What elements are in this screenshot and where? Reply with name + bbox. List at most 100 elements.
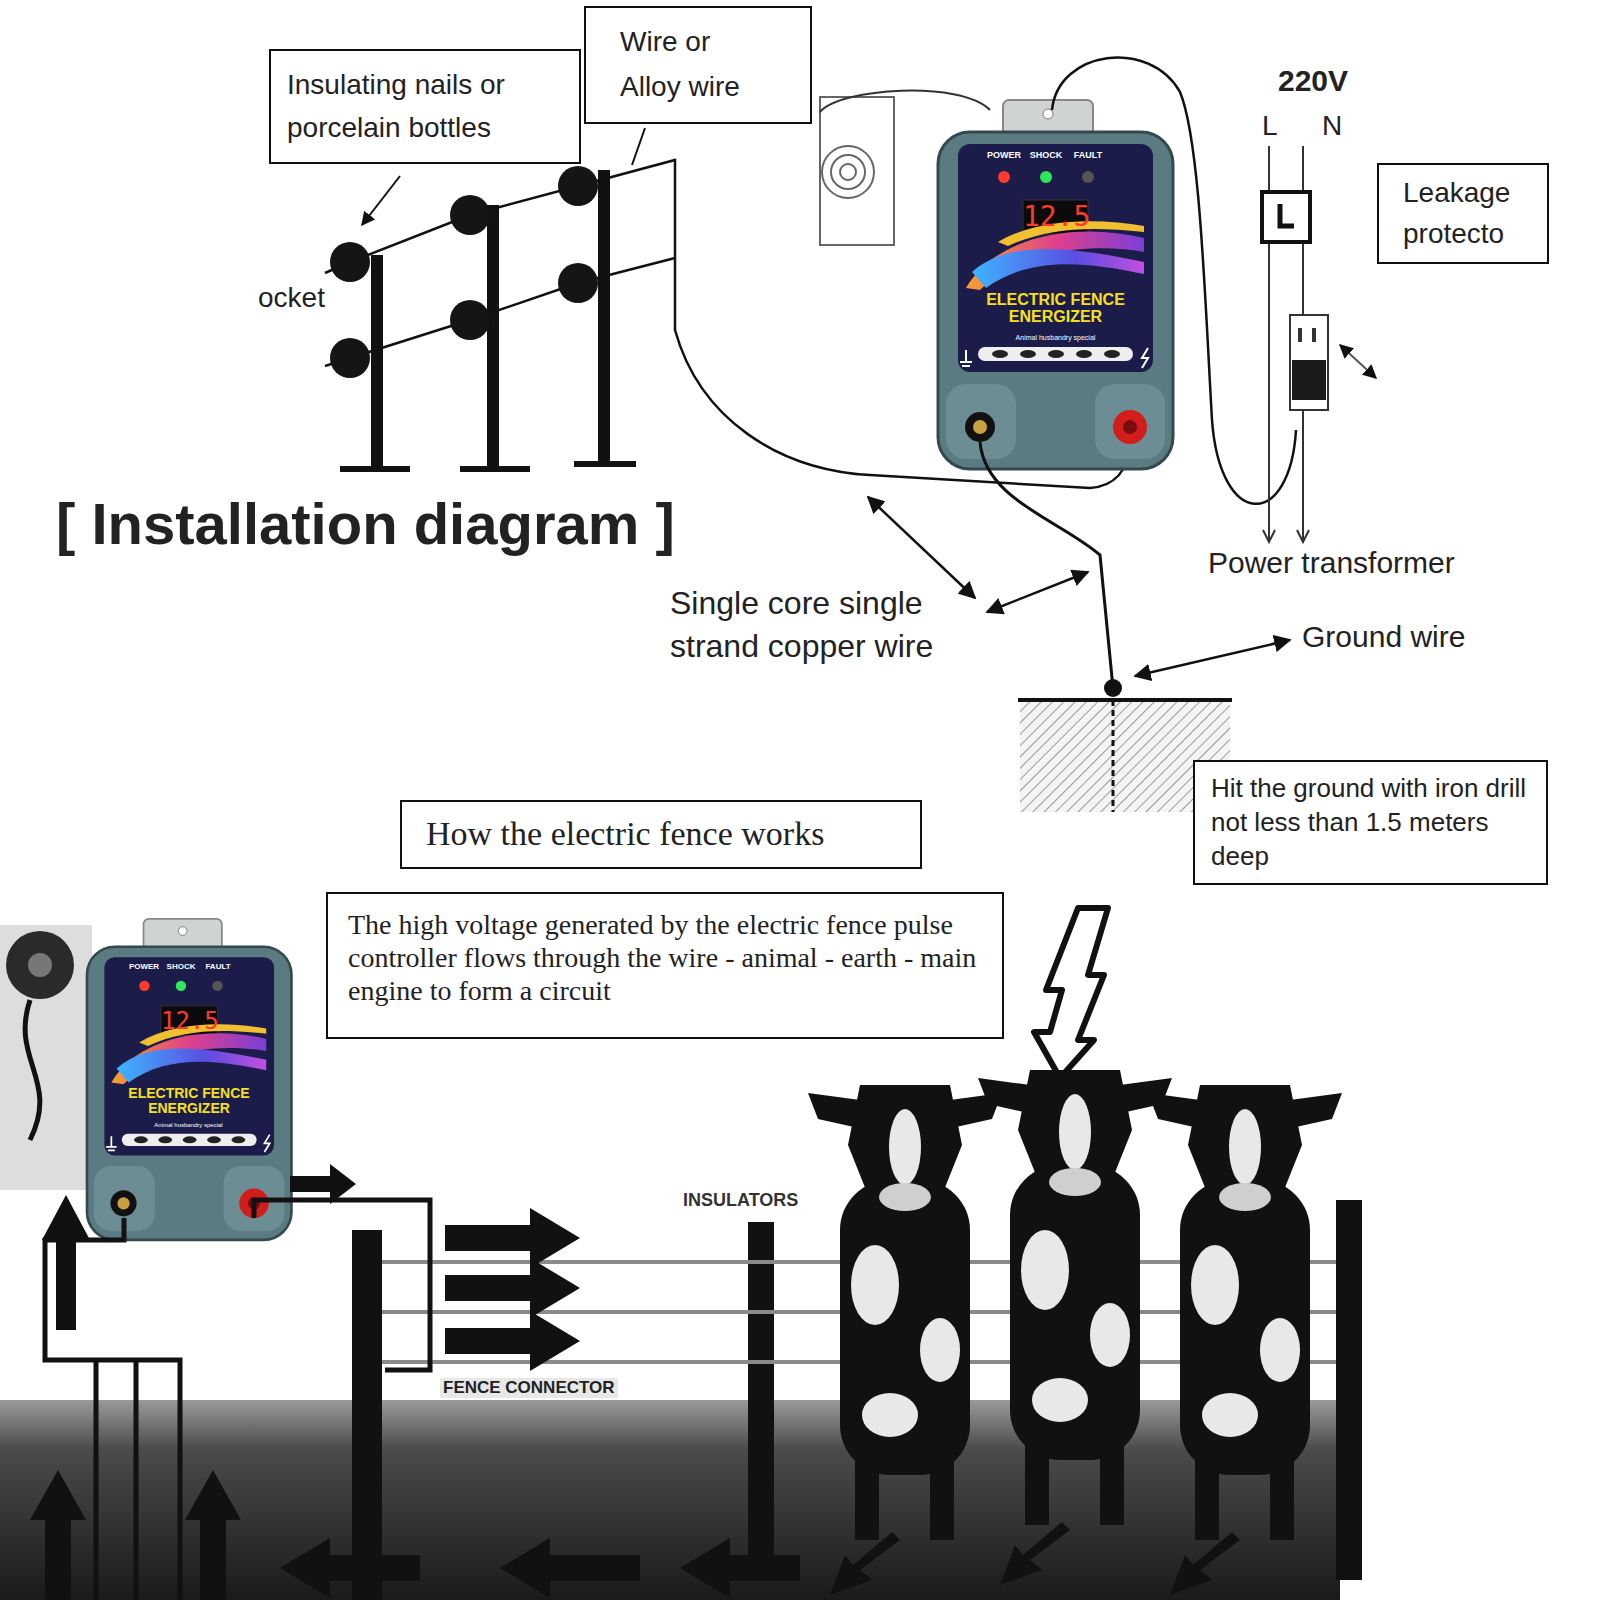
current-arrow [830,1532,900,1595]
cow [978,1070,1172,1525]
field-photo [28,953,52,977]
box-text: Insulating nails or porcelain bottles [287,63,563,150]
diagram-title: [ Installation diagram ] [56,490,675,557]
socket [1312,328,1316,342]
power-cord [1052,58,1296,504]
cow [1148,1085,1342,1540]
annotation-label: 220V [1278,64,1348,99]
annotation-label: SHOCK [164,962,198,971]
fence-posts [598,170,610,465]
mains-line [1297,530,1309,542]
energizer [87,919,291,1240]
socket [1292,360,1326,400]
insulator [330,242,370,282]
callout-arrow [868,497,975,598]
current-arrow [830,1522,1240,1595]
ground-rod [1018,698,1232,702]
text-box: Insulating nails or porcelain bottles [269,49,581,164]
current-arrow [445,1208,580,1268]
ground-rod [1112,700,1115,812]
mains-line [1263,530,1275,542]
socket [1290,315,1376,410]
socket [1340,345,1376,378]
connector-wire [254,1200,430,1370]
text-box: Leakage protecto [1377,163,1549,264]
annotation-label: Animal husbandry special [130,1122,247,1129]
ground-rod [1104,679,1122,697]
wire-reel [831,155,865,189]
breaker [1280,204,1294,226]
cow [808,1085,1002,1540]
fence-post [352,1230,382,1600]
annotation-label: POWER [127,962,161,971]
wire-reel [822,146,874,198]
callout-arrow [1135,640,1290,676]
leader-line [362,176,400,225]
annotation-label: INSULATORS [680,1190,801,1211]
insulator [330,166,598,378]
fence-post [1336,1200,1362,1580]
current-arrow [1170,1532,1240,1595]
breaker [1262,192,1310,242]
annotation-label: FENCE CONNECTOR [440,1378,618,1398]
annotation-label: FAULT [201,962,235,971]
current-arrow [290,1164,356,1204]
text-box: Wire or Alloy wire [584,6,812,124]
current-arrow [30,1164,800,1600]
current-arrow [185,1470,241,1600]
annotation-label: FAULT [1068,150,1108,160]
text-box: The high voltage generated by the electr… [326,892,1004,1039]
annotation-label: 12.5 [161,1008,218,1034]
insulator [450,300,490,340]
fence-posts [340,466,410,472]
current-arrow [500,1538,640,1598]
annotation-label: ELECTRIC FENCE ENERGIZER [968,292,1143,326]
box-text: How the electric fence works [426,814,896,855]
text-box: How the electric fence works [400,800,922,869]
breaker [1262,192,1310,242]
fence-posts [460,466,530,472]
annotation-label: 12.5 [1023,202,1088,233]
current-arrow [280,1538,420,1598]
current-arrow [445,1258,580,1318]
socket [1290,315,1328,410]
text-box: Hit the ground with iron drill not less … [1193,760,1548,885]
wire-reel [840,164,856,180]
box-text: Wire or Alloy wire [620,20,776,110]
annotation-label: ocket [258,282,325,314]
wire-reel [820,91,990,112]
lightning-bolt [1034,908,1108,1078]
annotation-label: ELECTRIC FENCE ENERGIZER [113,1086,265,1115]
connector-wire [45,1200,430,1600]
fence-posts [371,255,383,470]
annotation-label: N [1322,110,1342,142]
wire-reel [820,97,894,245]
fence-wire [325,258,675,366]
annotation-label: L [1262,110,1278,142]
leader-line [632,128,645,165]
annotation-label: Animal husbandry special [988,334,1123,342]
field-photo [0,1400,1340,1600]
insulator [558,263,598,303]
ground-wire [980,442,1113,688]
field-photo [6,931,74,999]
insulator [450,195,490,235]
annotation-label: POWER [984,150,1024,160]
current-arrow [30,1470,86,1600]
current-arrow [1000,1522,1070,1585]
field-photo [0,925,92,1190]
callout-arrow [987,572,1088,612]
box-text: The high voltage generated by the electr… [348,908,982,1007]
current-arrow [42,1195,90,1330]
insulator [330,338,370,378]
box-text: Hit the ground with iron drill not less … [1211,772,1530,873]
current-arrow [680,1538,800,1598]
connector-wire [94,1360,99,1600]
current-arrow [445,1311,580,1371]
fence-posts [487,205,499,470]
annotation-label: Power transformer [1208,546,1455,581]
annotation-label: Ground wire [1302,620,1465,655]
power-cord [1052,58,1296,504]
insulator [558,166,598,206]
